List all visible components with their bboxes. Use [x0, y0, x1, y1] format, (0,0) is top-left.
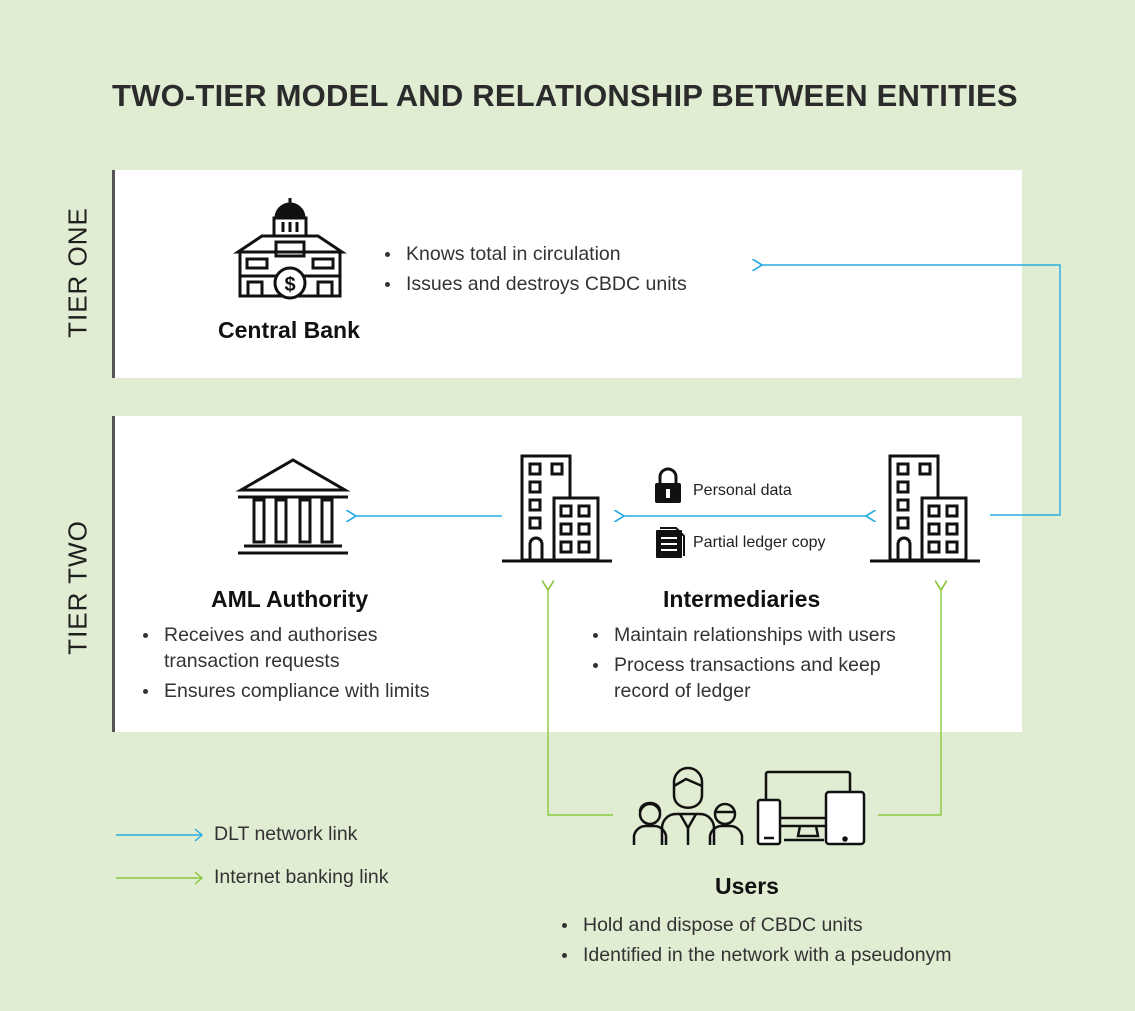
partial-ledger-label: Partial ledger copy: [693, 534, 826, 551]
personal-data-label: Personal data: [693, 482, 792, 499]
central-bank-icon: $: [233, 198, 347, 300]
svg-text:$: $: [284, 274, 295, 296]
central-bank-heading: Central Bank: [218, 317, 360, 343]
list-item: Knows total in circulation: [380, 241, 760, 267]
list-item: Identified in the network with a pseudon…: [557, 942, 1017, 968]
users-heading: Users: [715, 873, 779, 899]
central-bank-bullets: Knows total in circulation Issues and de…: [380, 241, 760, 301]
list-item: Hold and dispose of CBDC units: [557, 912, 1017, 938]
aml-authority-heading: AML Authority: [211, 586, 369, 612]
intermediaries-heading: Intermediaries: [663, 586, 821, 612]
list-item: Process transactions and keep record of …: [588, 652, 938, 704]
users-group-icon: [632, 766, 744, 845]
dlt-link-to-central-bank: [762, 265, 1061, 516]
tier-one-panel: [112, 170, 1022, 378]
users-bullets: Hold and dispose of CBDC units Identifie…: [557, 912, 1017, 972]
list-item: Maintain relationships with users: [588, 622, 938, 648]
legend-dlt-label: DLT network link: [214, 823, 358, 845]
aml-authority-bullets: Receives and authorises transaction requ…: [138, 622, 468, 708]
intermediaries-bullets: Maintain relationships with users Proces…: [588, 622, 938, 708]
list-item: Receives and authorises transaction requ…: [138, 622, 468, 674]
aml-authority-icon: [235, 458, 351, 555]
tier-two-panel: [112, 416, 1022, 732]
internet-link-to-right-intermediary: [878, 590, 941, 816]
list-item: Ensures compliance with limits: [138, 678, 468, 704]
list-item: Issues and destroys CBDC units: [380, 271, 760, 297]
document-icon: [656, 527, 685, 558]
page-title: TWO-TIER MODEL AND RELATIONSHIP BETWEEN …: [112, 78, 1018, 113]
intermediary-building-icon: [502, 454, 612, 563]
legend-internet-line: [116, 871, 204, 885]
legend-dlt-line: [116, 828, 204, 842]
padlock-icon: [655, 467, 681, 503]
intermediary-building-icon: [870, 454, 980, 563]
internet-link-to-left-intermediary: [548, 590, 613, 816]
devices-icon: [756, 770, 866, 846]
legend-internet-label: Internet banking link: [214, 866, 389, 888]
